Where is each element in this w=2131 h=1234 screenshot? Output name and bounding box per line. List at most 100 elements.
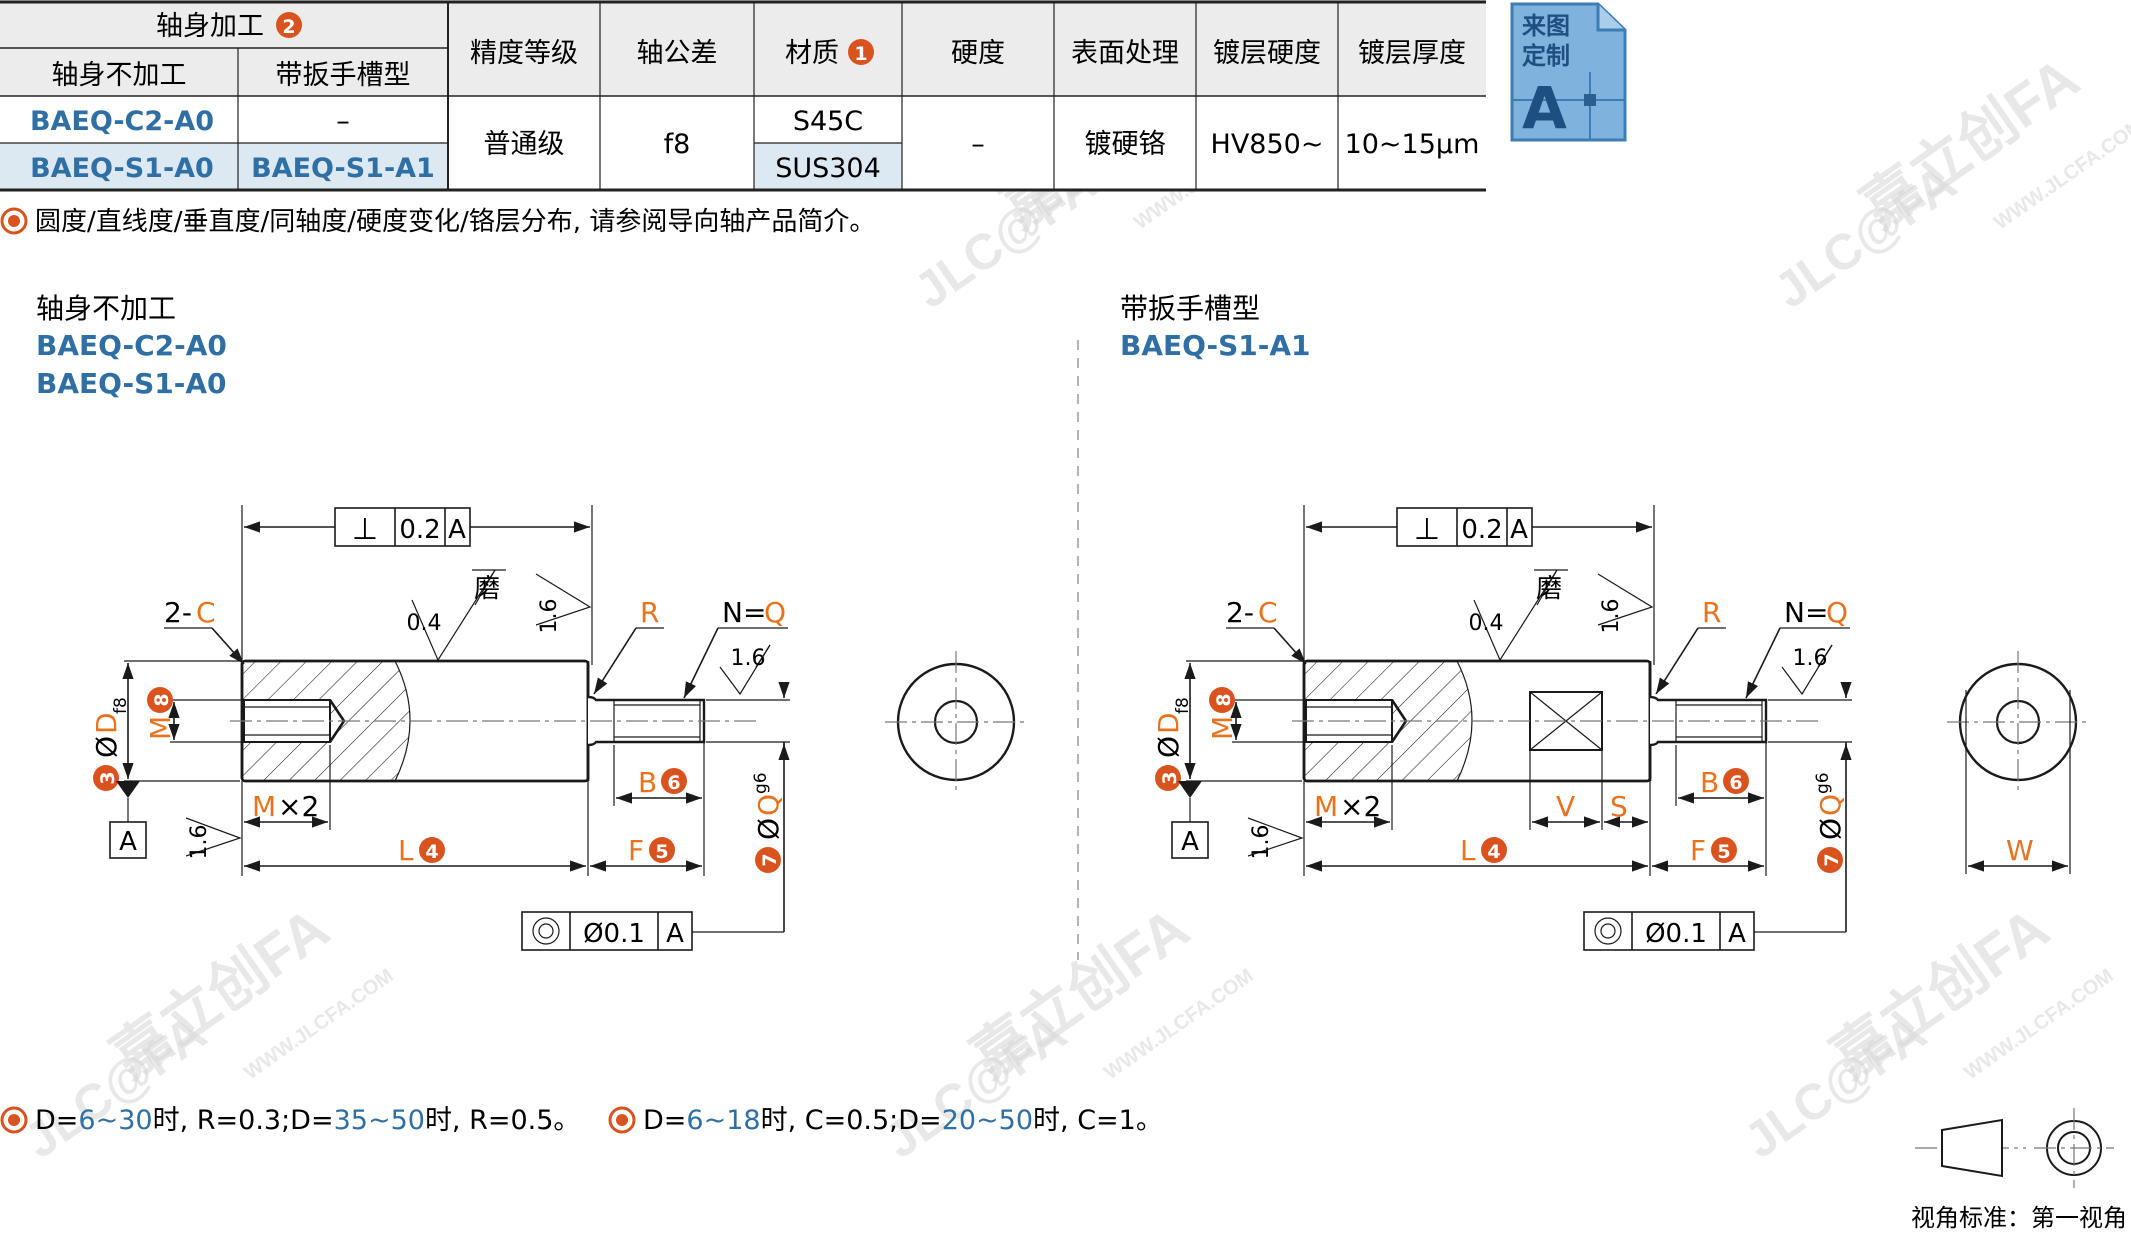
right-shaft-drawing: ⊥ 0.2 A 0.4 磨 1.6 2- C R xyxy=(1152,505,2089,951)
roughness-04: 0.4 xyxy=(1469,611,1504,636)
q-badge: 7 xyxy=(759,853,781,866)
nq-label: Q xyxy=(1826,596,1848,629)
f-letter: F xyxy=(1690,834,1706,867)
table-cell-surface: 镀硬铬 xyxy=(1085,129,1166,160)
perp-frame xyxy=(334,507,471,547)
spec-table: 轴身加工 2 轴身不加工 带扳手槽型 精度等级 轴公差 材质 1 硬度 表面处理… xyxy=(0,0,1486,192)
badge-2-label: 2 xyxy=(282,16,295,38)
b-letter: B xyxy=(638,766,657,799)
l-letter: L xyxy=(1460,834,1476,867)
table-cell-code: BAEQ-S1-A0 xyxy=(30,153,214,184)
table-merged-bg xyxy=(448,96,1486,189)
table-subheader-no-process: 轴身不加工 xyxy=(52,60,187,91)
custom-badge-line2: 定制 xyxy=(1522,42,1570,70)
table-col-hardness: 硬度 xyxy=(951,38,1005,69)
l-badge: 4 xyxy=(1487,841,1500,863)
d-badge: 3 xyxy=(97,771,119,784)
l-badge: 4 xyxy=(425,841,438,863)
left-view-code: BAEQ-S1-A0 xyxy=(36,367,227,400)
b-badge: 6 xyxy=(1729,772,1742,794)
w-letter: W xyxy=(2006,834,2034,867)
q-tol: g6 xyxy=(751,772,771,794)
table-row-alt-bg xyxy=(754,143,902,189)
roughness-16-low: 1.6 xyxy=(1249,825,1274,860)
projection-symbol-icon xyxy=(1915,1108,2114,1188)
f-letter: F xyxy=(628,834,644,867)
roughness-16: 1.6 xyxy=(1599,599,1624,634)
chamfer-label: C xyxy=(1258,596,1278,629)
table-col-plating-hardness: 镀层硬度 xyxy=(1213,38,1321,69)
datum-a: A xyxy=(119,827,137,857)
table-col-material: 材质 xyxy=(785,38,839,69)
table-col-tolerance: 轴公差 xyxy=(637,38,718,69)
left-view-title: 轴身不加工 xyxy=(36,292,176,325)
table-cell-plating-thickness: 10~15μm xyxy=(1345,129,1480,160)
m-letter: M xyxy=(144,716,177,740)
bottom-note-1: D=6~30时, R=0.3;D=35~50时, R=0.5。 xyxy=(0,1105,580,1136)
right-view-code: BAEQ-S1-A1 xyxy=(1120,329,1311,362)
l-letter: L xyxy=(398,834,414,867)
table-cell-precision: 普通级 xyxy=(484,129,565,160)
v-letter: V xyxy=(1556,790,1575,823)
f-badge: 5 xyxy=(655,841,668,863)
q-prefix: Ø xyxy=(1814,818,1847,840)
custom-badge-letter: A xyxy=(1522,74,1567,142)
table-cell-material: SUS304 xyxy=(775,153,881,184)
coax-value: Ø0.1 xyxy=(1645,919,1707,949)
perp-frame xyxy=(1396,507,1533,547)
table-cell-plating-hardness: HV850~ xyxy=(1211,129,1324,160)
d-tol: f8 xyxy=(111,697,131,714)
d-letter: D xyxy=(1152,712,1185,734)
table-col-precision: 精度等级 xyxy=(470,38,578,69)
table-subheader-wrench: 带扳手槽型 xyxy=(276,60,411,91)
coax-icon xyxy=(532,917,560,945)
q-badge: 7 xyxy=(1821,853,1843,866)
d-prefix: Ø xyxy=(90,736,123,758)
perp-datum: A xyxy=(448,515,466,545)
radius-label: R xyxy=(1702,596,1721,629)
chamfer-prefix: 2- xyxy=(1226,596,1254,629)
grind-label: 磨 xyxy=(1536,574,1562,604)
roughness-16: 1.6 xyxy=(537,599,562,634)
coax-datum: A xyxy=(1728,919,1746,949)
m-badge: 8 xyxy=(151,693,173,706)
perp-symbol: ⊥ xyxy=(352,512,378,547)
custom-drawing-badge[interactable]: 来图 定制 A xyxy=(1510,2,1627,142)
d-badge: 3 xyxy=(1159,771,1181,784)
q-letter: Q xyxy=(1814,794,1847,816)
watermark-text: 嘉立创FA xyxy=(1850,45,2091,241)
roughness-04: 0.4 xyxy=(407,611,442,636)
right-view-title: 带扳手槽型 xyxy=(1120,292,1260,325)
nq-label: Q xyxy=(764,596,786,629)
chamfer-label: C xyxy=(196,596,216,629)
roughness-16-low: 1.6 xyxy=(187,825,212,860)
table-col-surface: 表面处理 xyxy=(1071,38,1179,69)
q-tol: g6 xyxy=(1813,772,1833,794)
watermark-text: 嘉立创FA xyxy=(960,895,1201,1091)
badge-1 xyxy=(848,39,874,65)
q-letter: Q xyxy=(752,794,785,816)
perp-symbol: ⊥ xyxy=(1414,512,1440,547)
coax-icon xyxy=(1594,917,1622,945)
note-top: 圆度/直线度/垂直度/同轴度/硬度变化/铬层分布, 请参阅导向轴产品简介。 xyxy=(0,207,875,237)
perp-datum: A xyxy=(1510,515,1528,545)
roughness-16-pin: 1.6 xyxy=(731,646,766,671)
radius-label: R xyxy=(640,596,659,629)
perp-value: 0.2 xyxy=(399,515,440,545)
coax-datum: A xyxy=(666,919,684,949)
perp-value: 0.2 xyxy=(1461,515,1502,545)
table-header-group: 轴身加工 xyxy=(156,11,264,42)
mx2-suffix: ×2 xyxy=(1340,790,1381,823)
d-prefix: Ø xyxy=(1152,736,1185,758)
table-cell-code: BAEQ-C2-A0 xyxy=(30,106,214,137)
coax-value: Ø0.1 xyxy=(583,919,645,949)
grind-label: 磨 xyxy=(474,574,500,604)
note2-text: D=6~18时, C=0.5;D=20~50时, C=1。 xyxy=(643,1105,1163,1136)
mx2-letter: M xyxy=(1314,790,1338,823)
s-letter: S xyxy=(1610,790,1628,823)
custom-badge-line1: 来图 xyxy=(1522,12,1570,40)
note-top-text: 圆度/直线度/垂直度/同轴度/硬度变化/铬层分布, 请参阅导向轴产品简介。 xyxy=(35,207,875,237)
table-cell-code: BAEQ-S1-A1 xyxy=(251,153,435,184)
f-badge: 5 xyxy=(1717,841,1730,863)
chamfer-prefix: 2- xyxy=(164,596,192,629)
